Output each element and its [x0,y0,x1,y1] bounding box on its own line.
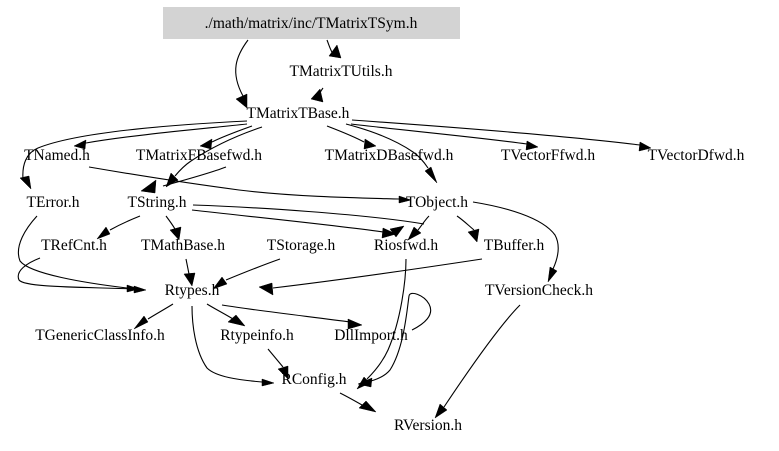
edge-root-to-tmatrixtutils [326,39,342,59]
node-tgenericclassinfo[interactable]: TGenericClassInfo.h [35,327,165,344]
edge-layer [17,39,652,419]
node-tmatrixtutils[interactable]: TMatrixTUtils.h [290,63,393,80]
node-tbuffer[interactable]: TBuffer.h [484,237,545,254]
edge-terror-to-rtypes [18,215,140,293]
node-trefcnt[interactable]: TRefCnt.h [41,237,107,254]
edge-tobject-to-tversioncheck [472,201,559,283]
edge-tnamed-to-tobject [88,166,412,204]
edge-tstring-to-tmathbase [165,215,182,241]
edge-tstring-to-trefcnt [96,215,141,240]
edge-tmatrixtbase-to-tvectorffwd [350,123,539,151]
node-tstring[interactable]: TString.h [128,194,187,211]
node-tvectordfwd[interactable]: TVectorDfwd.h [648,147,745,164]
edge-tstring-to-riosfwd [192,204,425,238]
edge-tmatrixtbase-to-tvectordfwd [351,119,652,152]
node-tmatrixtbase[interactable]: TMatrixTBase.h [247,105,350,122]
edge-rtypes-to-dllimport [221,304,363,330]
node-layer: ./math/matrix/inc/TMatrixTSym.h TMatrixT… [24,7,745,434]
node-tmatrixdbasefwd[interactable]: TMatrixDBasefwd.h [325,147,454,164]
edge-tmatrixtbase-to-tobject [345,123,438,184]
node-tversioncheck[interactable]: TVersionCheck.h [485,282,593,299]
edge-tmatrixtbase-to-tmatrixdbasefwd [326,125,377,150]
node-rtypes[interactable]: Rtypes.h [165,282,220,299]
node-box-root [163,7,460,39]
node-tmatrixfbasefwd[interactable]: TMatrixFBasefwd.h [136,147,262,164]
edge-rtypes-to-rtypeinfo [206,303,246,327]
edge-tmatrixtbase-to-tnamed [73,123,248,150]
edge-trefcnt-to-rtypes [17,257,147,294]
edge-root-to-tmatrixtbase [235,39,249,109]
edge-tobject-to-riosfwd [407,215,430,241]
node-rconfig[interactable]: RConfig.h [281,371,346,388]
edge-tnamed-to-tstring [140,166,227,194]
edge-tobject-to-tbuffer [456,215,480,243]
edge-tmatrixtbase-to-terror [19,120,248,190]
node-terror[interactable]: TError.h [27,194,80,211]
edge-dllimport-to-rconfig [357,292,432,388]
edge-rtypes-to-rconfig [191,305,275,387]
node-rtypeinfo[interactable]: Rtypeinfo.h [220,327,294,344]
node-tvectorffwd[interactable]: TVectorFfwd.h [501,147,596,164]
node-tnamed[interactable]: TNamed.h [24,147,90,164]
edge-tstorage-to-rtypes [212,258,281,290]
edge-tstring-to-tstorage [191,209,397,239]
node-tobject[interactable]: TObject.h [406,194,468,211]
edge-riosfwd-to-rconfig [356,258,407,390]
edge-rtypes-to-tgenericclassinfo [133,303,174,330]
edge-tmatrixtbase-to-tmatrixfbasefwd [199,125,253,150]
node-rversion[interactable]: RVersion.h [394,417,462,434]
edge-rtypeinfo-to-rconfig [267,348,289,380]
node-root[interactable]: ./math/matrix/inc/TMatrixTSym.h [205,15,418,32]
node-riosfwd[interactable]: Riosfwd.h [374,237,438,254]
node-dllimport[interactable]: DllImport.h [334,327,408,344]
node-tmathbase[interactable]: TMathBase.h [141,237,225,254]
edge-tbuffer-to-rtypes [258,258,483,296]
edge-tmathbase-to-rtypes [183,258,196,287]
edge-rconfig-to-rversion [339,392,377,413]
edge-tmatrixtutils-to-tmatrixtbase [310,87,324,103]
edge-tversioncheck-to-rversion [434,304,521,419]
node-tstorage[interactable]: TStorage.h [267,237,336,254]
